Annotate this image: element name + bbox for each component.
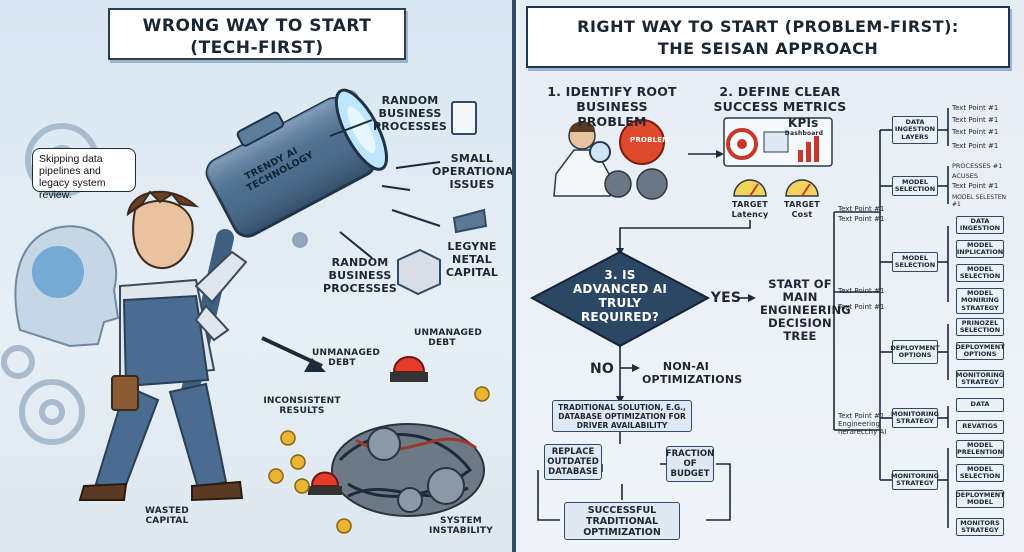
tree-text-line: Text Point #1 <box>838 412 885 420</box>
wrong-way-title-banner: WRONG WAY TO START (TECH-FIRST) <box>108 8 406 60</box>
tree-text-point-engineering: Text Point #1 Engineering herarecchy AI <box>838 412 886 436</box>
box-icon <box>397 248 441 296</box>
tree-text-point: Text Point #1 <box>838 215 885 223</box>
fraction-budget-box: FRACTION OF BUDGET <box>666 446 714 482</box>
pressure-arrows <box>329 119 441 259</box>
gauge-icons <box>733 179 819 197</box>
scientist-icon <box>553 121 611 197</box>
problem-gear-label: PROBLEM <box>630 136 670 144</box>
tree-leaf-box: MODEL MONIRING STRATEGY <box>956 288 1004 314</box>
brain-icon <box>32 246 84 298</box>
tree-leaf: Text Point #1 <box>952 116 999 124</box>
dashboard-label: Dashboard <box>784 130 824 137</box>
tree-leaf-box: MODEL INPLICATION <box>956 240 1004 258</box>
tangled-wires-pile <box>331 423 485 517</box>
no-label: NO <box>590 361 615 377</box>
label-random-processes-top: RANDOM BUSINESS PROCESSES <box>372 94 448 133</box>
kpi-dashboard-icon <box>723 117 833 167</box>
tree-leaf-box: MODEL SELECTION <box>956 264 1004 282</box>
tree-leaf-box: MODEL SELECTION <box>956 464 1004 482</box>
tree-text-line: Engineering <box>838 420 880 428</box>
target-latency-label: TARGET Latency <box>731 200 769 219</box>
tree-deployment-options: DEPLOYMENT OPTIONS <box>890 340 940 364</box>
wrong-way-panel: WRONG WAY TO START (TECH-FIRST) Skipping… <box>0 0 516 552</box>
tree-leaf: ACUSES <box>952 172 978 180</box>
right-way-title-banner: RIGHT WAY TO START (PROBLEM-FIRST): THE … <box>526 6 1010 68</box>
start-tree-label: START OF MAIN ENGINEERING DECISION TREE <box>760 277 851 343</box>
step-2-label: 2. DEFINE CLEAR SUCCESS METRICS <box>713 84 847 114</box>
label-unmanaged-debt-right: UNMANAGED DEBT <box>414 328 483 348</box>
tree-leaf: MODEL SELESTEN #1 <box>952 194 1007 208</box>
coin-icons <box>268 386 490 534</box>
label-wasted-capital: WASTED CAPITAL <box>145 506 189 526</box>
tree-leaf: Text Point #1 <box>952 104 999 112</box>
gear-icons <box>604 119 668 200</box>
tree-monitoring-strategy: MONITORING STRATEGY <box>891 470 939 490</box>
speech-bubble: Skipping data pipelines and legacy syste… <box>32 148 136 201</box>
label-inconsistent-results: INCONSISTENT RESULTS <box>263 396 341 416</box>
label-system-instability: SYSTEM INSTABILITY <box>429 516 493 536</box>
magnifier-icon <box>589 141 611 163</box>
tree-text-point: Text Point #1 <box>838 287 885 295</box>
tree-leaf-box: MONITORS STRATEGY <box>956 518 1004 536</box>
frustrated-person <box>78 190 248 502</box>
tree-leaf-box: DATA <box>956 398 1004 412</box>
target-cost-label: TARGET Cost <box>784 200 820 219</box>
decision-diamond <box>529 250 711 348</box>
wrong-way-subtitle: (TECH-FIRST) <box>190 38 324 58</box>
replace-database-box: REPLACE OUTDATED DATABASE <box>544 444 602 480</box>
tree-text-point: Text Point #1 <box>838 205 885 213</box>
kpis-label: KPIs <box>788 116 819 130</box>
step-1-label: 1. IDENTIFY ROOT BUSINESS PROBLEM <box>547 84 677 129</box>
successful-optimization-box: SUCCESSFUL TRADITIONAL OPTIMIZATION <box>564 502 680 540</box>
clipboard-icon <box>451 101 477 135</box>
decision-question: 3. IS ADVANCED AI TRULY REQUIRED? <box>572 268 668 324</box>
tree-leaf-box: DEPLOYMENT OPTIONS <box>955 342 1005 360</box>
tree-text-line: herarecchy AI <box>838 428 887 436</box>
tree-leaf-box: REVATIGS <box>956 420 1004 434</box>
label-random-processes-bottom: RANDOM BUSINESS PROCESSES <box>322 256 398 295</box>
stack-icon <box>452 208 488 234</box>
tree-leaf: PROCESSES #1 <box>952 162 1003 170</box>
tree-text-point: Text Point #1 <box>838 303 885 311</box>
tree-leaf: Text Point #1 <box>952 182 999 190</box>
tree-leaf: Text Point #1 <box>952 128 999 136</box>
tree-leaf-box: DEPLOYMENT MODEL <box>955 490 1005 508</box>
right-way-panel: RIGHT WAY TO START (PROBLEM-FIRST): THE … <box>520 0 1024 552</box>
traditional-solution-box: TRADITIONAL SOLUTION, E.G., DATABASE OPT… <box>552 400 692 432</box>
right-flow-lines <box>529 108 949 528</box>
tree-model-selection: MODEL SELECTION <box>892 252 938 272</box>
right-way-subtitle: THE SEISAN APPROACH <box>657 39 879 58</box>
right-way-title: RIGHT WAY TO START (PROBLEM-FIRST): <box>577 17 959 36</box>
tree-monitoring-strategy: MONITORING STRATEGY <box>891 408 939 428</box>
tree-leaf-box: PRINOZEL SELECTION <box>956 318 1004 336</box>
tree-leaf-box: MODEL PRELENTION <box>956 440 1004 458</box>
non-ai-label: NON-AI OPTIMIZATIONS <box>642 360 743 386</box>
tree-data-ingestion-layers: DATA INGESTION LAYERS <box>892 116 938 144</box>
wrong-way-title: WRONG WAY TO START <box>142 16 372 36</box>
hammer-head <box>205 88 388 238</box>
label-small-issues: SMALL OPERATIONAL ISSUES <box>432 152 516 191</box>
tree-leaf-box: DATA INGESTION <box>956 216 1004 234</box>
yes-label: YES <box>710 290 742 306</box>
tree-leaf: Text Point #1 <box>952 142 999 150</box>
tree-leaf-box: MONITORING STRATEGY <box>956 370 1005 388</box>
tree-model-selection: MODEL SELECTION <box>892 176 938 196</box>
left-illustration <box>1 88 490 534</box>
label-legyne-capital: LEGYNE NETAL CAPITAL <box>445 240 499 279</box>
alarm-light-icons <box>308 356 428 495</box>
label-unmanaged-debt-left: UNMANAGED DEBT <box>312 348 381 368</box>
